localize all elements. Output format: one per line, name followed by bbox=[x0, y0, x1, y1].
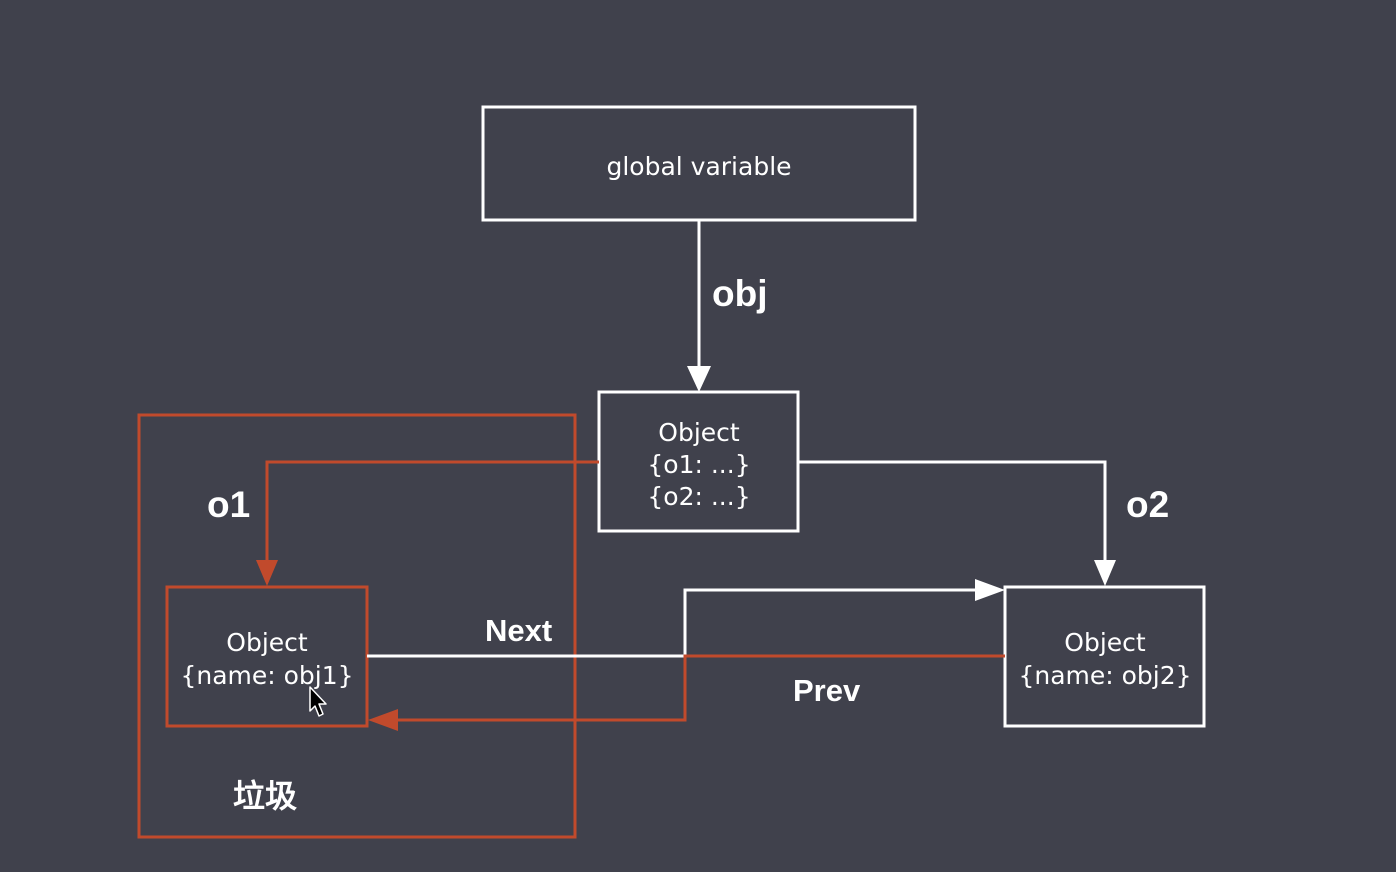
global-variable-label: global variable bbox=[606, 152, 791, 181]
mouse-pointer-icon bbox=[309, 686, 327, 717]
edge-o2-arrowhead bbox=[1094, 560, 1116, 586]
edge-prev-line bbox=[392, 654, 1005, 722]
edge-obj-label: obj bbox=[712, 273, 767, 314]
edge-o2-line bbox=[798, 460, 1107, 564]
edge-prev-arrowhead bbox=[368, 709, 398, 731]
edge-obj-arrowhead bbox=[687, 366, 711, 392]
edge-o1-arrowhead bbox=[256, 560, 278, 586]
garbage-label: 垃圾 bbox=[233, 777, 297, 815]
edge-next-line bbox=[367, 588, 982, 658]
obj2-line1: {name: obj2} bbox=[1018, 661, 1191, 690]
obj1-title: Object bbox=[226, 628, 308, 657]
root-object-title: Object bbox=[658, 418, 740, 447]
edge-o2-label: o2 bbox=[1126, 484, 1169, 525]
obj1-line1: {name: obj1} bbox=[180, 661, 353, 690]
edge-o1-label: o1 bbox=[207, 484, 250, 525]
garbage-region bbox=[137, 413, 577, 839]
root-object-line1: {o1: ...} bbox=[647, 450, 750, 479]
edge-next-arrowhead bbox=[975, 579, 1005, 601]
edge-next-label: Next bbox=[485, 613, 552, 648]
root-object-line2: {o2: ...} bbox=[647, 482, 750, 511]
edge-o1-line bbox=[265, 460, 599, 566]
edge-prev-label: Prev bbox=[793, 673, 861, 708]
obj2-title: Object bbox=[1064, 628, 1146, 657]
